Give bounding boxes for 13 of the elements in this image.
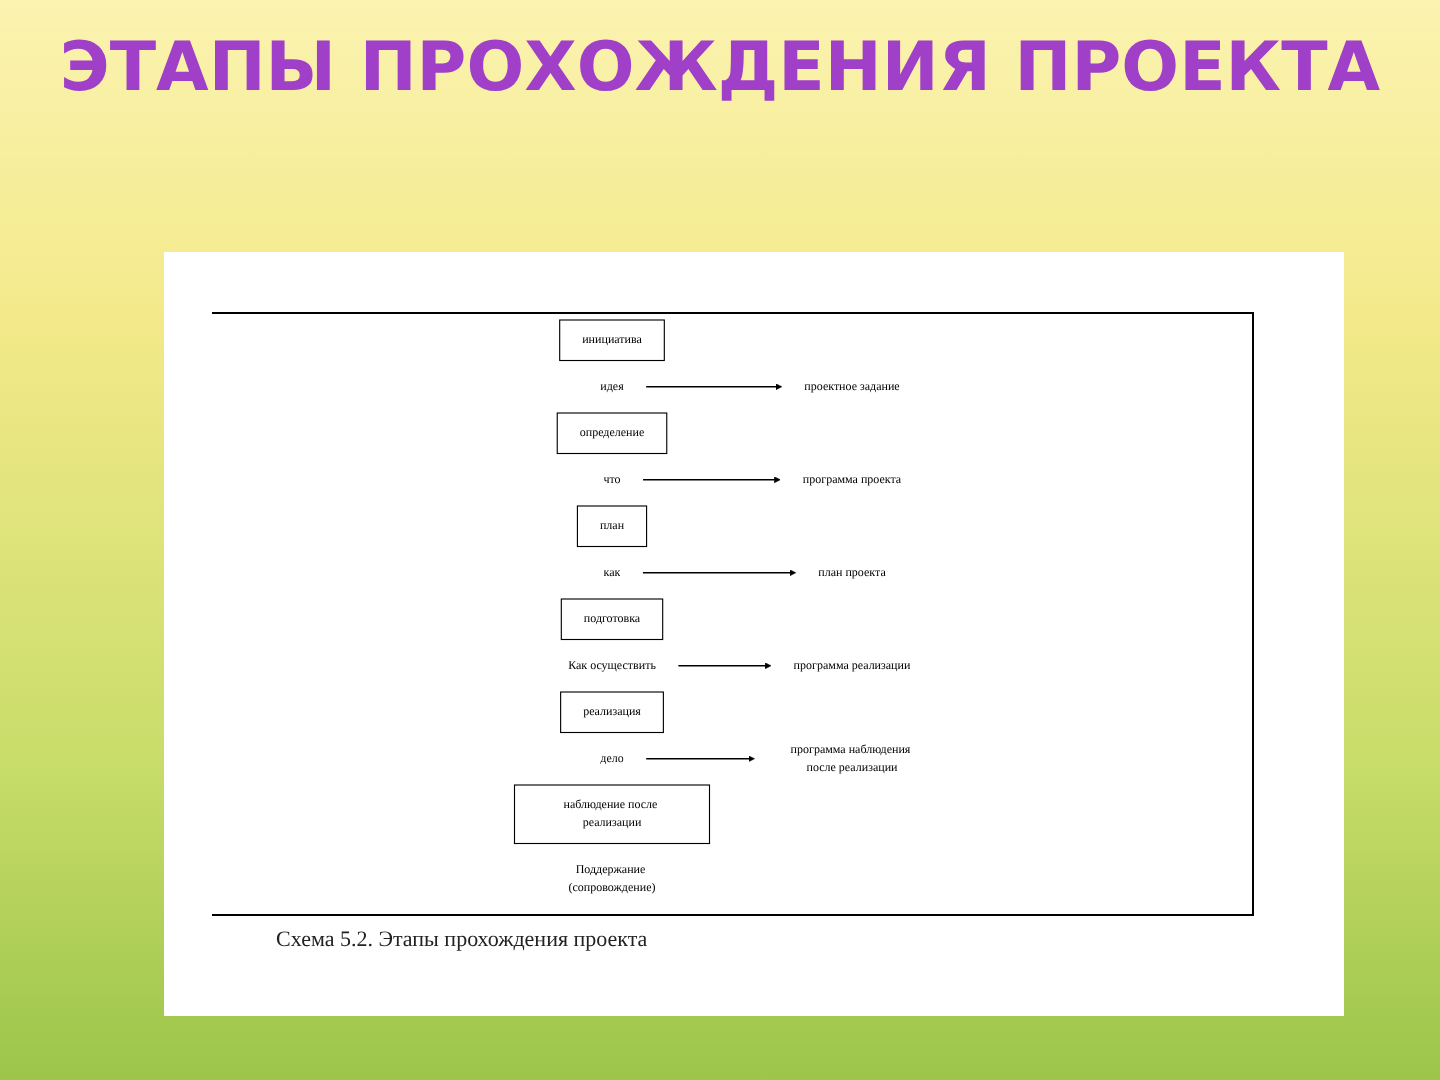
title: ЭТАПЫ ПРОХОЖДЕНИЯ ПРОЕКТА — [57, 28, 1383, 108]
node-box — [576, 505, 648, 548]
caption: Схема 5.2. Этапы прохождения проекта — [276, 928, 648, 952]
node-box — [513, 784, 711, 845]
arrow — [642, 476, 781, 484]
arrow — [677, 662, 772, 670]
arrow — [645, 755, 755, 763]
arrow — [642, 569, 797, 577]
node-box — [556, 412, 668, 455]
node-box — [560, 598, 664, 641]
node-box — [559, 319, 665, 362]
node-box — [560, 691, 664, 734]
arrow — [645, 383, 783, 391]
